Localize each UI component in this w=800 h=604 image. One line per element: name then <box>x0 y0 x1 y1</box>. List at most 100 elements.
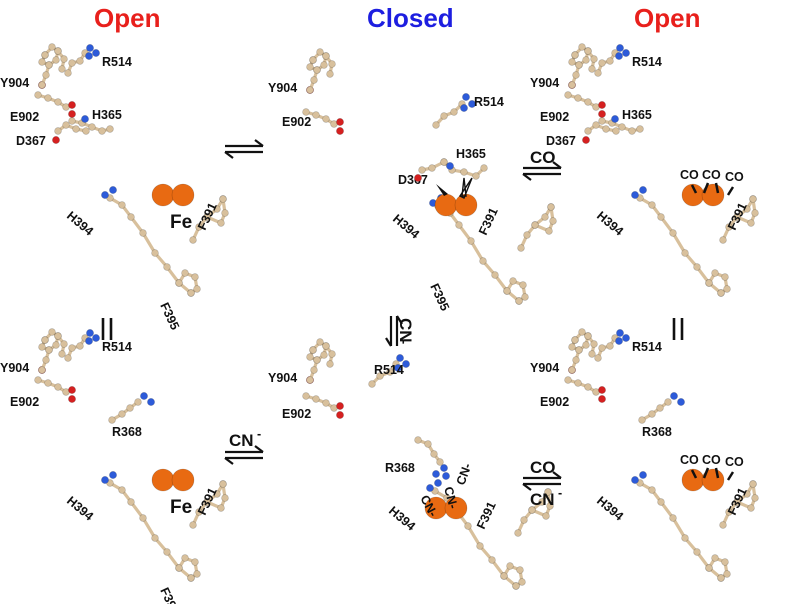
label-e902: E902 <box>282 407 311 421</box>
d367-bond <box>586 123 618 133</box>
h394-nitrogen-atom <box>631 476 639 484</box>
f391-carbon-atom <box>520 516 528 524</box>
f391-carbon-atom <box>517 244 525 252</box>
f391-ring-carbon-atom <box>203 213 211 221</box>
label-f391: F391 <box>725 200 750 232</box>
e902-oxygen-atom <box>336 118 344 126</box>
h394-nitrogen-atom <box>639 471 647 479</box>
h365-carbon-atom <box>98 127 106 135</box>
f391-ring-carbon-atom <box>545 227 553 235</box>
f391-carbon-atom <box>541 213 549 221</box>
f391-ring-carbon-atom <box>546 502 554 510</box>
equilibrium-closed-vertical: CN- <box>385 315 415 347</box>
r514-carbon-atom <box>440 112 448 120</box>
iron-atom <box>434 193 458 217</box>
d367-carbon-atom <box>584 127 592 135</box>
r514-carbon-atom <box>594 354 602 362</box>
r514-nitrogen-atom <box>622 334 630 342</box>
y904-ring-link-carbon-atom <box>313 66 321 74</box>
r514-nitrogen-atom <box>396 354 404 362</box>
d367-carbon-atom <box>72 125 80 133</box>
f395-ring-carbon-atom <box>509 277 517 285</box>
f395-carbon-atom <box>657 213 665 221</box>
f391-ring-carbon-atom <box>219 195 227 203</box>
e902-bond <box>36 93 68 109</box>
y904-carbon-atom <box>309 346 317 354</box>
r514-carbon-atom <box>76 57 84 65</box>
e902-bond <box>304 394 336 410</box>
label-r514: R514 <box>102 55 132 69</box>
r514-carbon-atom <box>606 57 614 65</box>
r514-nitrogen-atom <box>402 360 410 368</box>
label-r514: R514 <box>102 340 132 354</box>
f395-carbon-atom <box>669 514 677 522</box>
h394-nitrogen-atom <box>101 476 109 484</box>
y904-carbon-atom <box>582 56 590 64</box>
r368-carbon-atom <box>118 410 126 418</box>
d367-oxygen-atom <box>52 136 60 144</box>
y904-ring-link-carbon-atom <box>572 71 580 79</box>
f391-carbon-atom <box>719 521 727 529</box>
r514-carbon-atom <box>68 59 76 67</box>
y904-ring-link-carbon-atom <box>45 346 53 354</box>
tyrosine-y904 <box>38 43 68 89</box>
reagent-cn-vertical: CN <box>396 318 415 343</box>
equivalence-left <box>101 318 113 340</box>
label-f395: F395 <box>157 300 182 332</box>
y904-side-carbon-atom <box>326 360 334 368</box>
f391-carbon-atom <box>743 205 751 213</box>
y904-carbon-atom <box>582 341 590 349</box>
iron-atom <box>444 496 468 520</box>
e902-oxygen-atom <box>68 110 76 118</box>
y904-ring-link-carbon-atom <box>306 86 314 94</box>
co-bond <box>726 186 735 196</box>
label-f391: F391 <box>195 200 220 232</box>
y904-carbon-atom <box>568 58 576 66</box>
h365-nitrogen-atom <box>611 115 619 123</box>
label-r514: R514 <box>374 363 404 377</box>
e902-oxygen-atom <box>598 110 606 118</box>
tyrosine-y904 <box>568 328 598 374</box>
y904-carbon-atom <box>306 353 314 361</box>
f395-bond <box>436 204 521 303</box>
f391-ring-carbon-atom <box>549 217 557 225</box>
y904-carbon-atom <box>48 328 56 336</box>
y904-carbon-atom <box>578 43 586 51</box>
y904-ring-link-carbon-atom <box>575 61 583 69</box>
r368-carbon-atom <box>134 398 142 406</box>
metal-site <box>429 194 557 305</box>
y904-side-carbon-atom <box>322 342 330 350</box>
y904-carbon-atom <box>309 56 317 64</box>
r514-carbon-atom <box>598 344 606 352</box>
f391-ring-carbon-atom <box>749 195 757 203</box>
r368-carbon-atom <box>638 416 646 424</box>
label-h365: H365 <box>622 108 652 122</box>
arginine-r514 <box>64 44 100 77</box>
y904-ring-link-carbon-atom <box>310 366 318 374</box>
r368-nitrogen-atom <box>442 472 450 480</box>
equilibrium-open-closed-top <box>224 139 264 159</box>
f395-carbon-atom <box>657 498 665 506</box>
y904-side-carbon-atom <box>588 350 596 358</box>
h365-carbon-atom <box>636 125 644 133</box>
reverse-arrow-head <box>224 457 234 465</box>
f395-ring-carbon-atom <box>187 574 195 582</box>
forward-arrow-head <box>254 139 264 147</box>
f395-ring-carbon-atom <box>181 554 189 562</box>
r514-bond <box>66 51 87 75</box>
arginine-r514 <box>432 93 476 129</box>
f391-ring-carbon-atom <box>733 213 741 221</box>
e902-bond <box>36 378 68 394</box>
r368-nitrogen-atom <box>432 470 440 478</box>
h394-nitrogen-atom <box>426 484 434 492</box>
y904-carbon-atom <box>320 61 328 69</box>
y904-side-carbon-atom <box>590 340 598 348</box>
r514-nitrogen-atom <box>462 93 470 101</box>
reagent-cn-charge: - <box>397 340 411 344</box>
y904-carbon-atom <box>38 58 46 66</box>
f391-ring-carbon-atom <box>219 480 227 488</box>
e902-carbon-atom <box>312 111 320 119</box>
f395-bond <box>638 481 723 580</box>
